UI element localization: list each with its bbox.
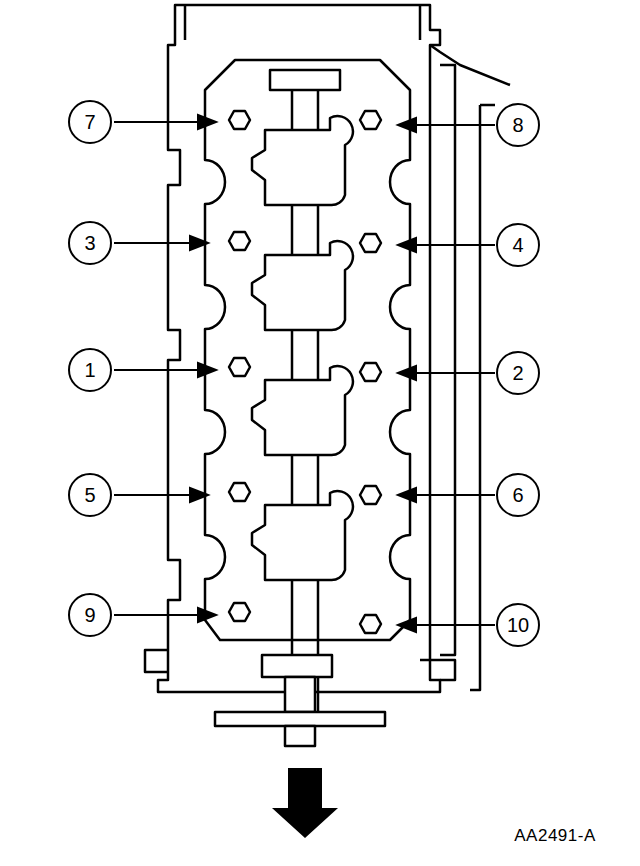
figure-code: AA2491-A [514,826,596,846]
callout-circle: 6 [496,473,540,517]
callout-circle: 3 [68,221,112,265]
callout-number: 7 [84,112,95,132]
callout-circle: 8 [496,103,540,147]
callout-number: 10 [507,615,529,635]
callout-circle: 5 [68,473,112,517]
callout-number: 9 [84,605,95,625]
callout-circle: 4 [496,223,540,267]
callout-number: 3 [84,233,95,253]
callout-number: 5 [84,485,95,505]
callout-number: 8 [512,115,523,135]
callout-number: 6 [512,485,523,505]
callout-number: 1 [84,360,95,380]
callout-circle: 10 [496,603,540,647]
callout-circle: 1 [68,348,112,392]
callout-number: 4 [512,235,523,255]
callout-circle: 7 [68,100,112,144]
callout-circle: 2 [496,351,540,395]
callout-number: 2 [512,363,523,383]
callout-circle: 9 [68,593,112,637]
